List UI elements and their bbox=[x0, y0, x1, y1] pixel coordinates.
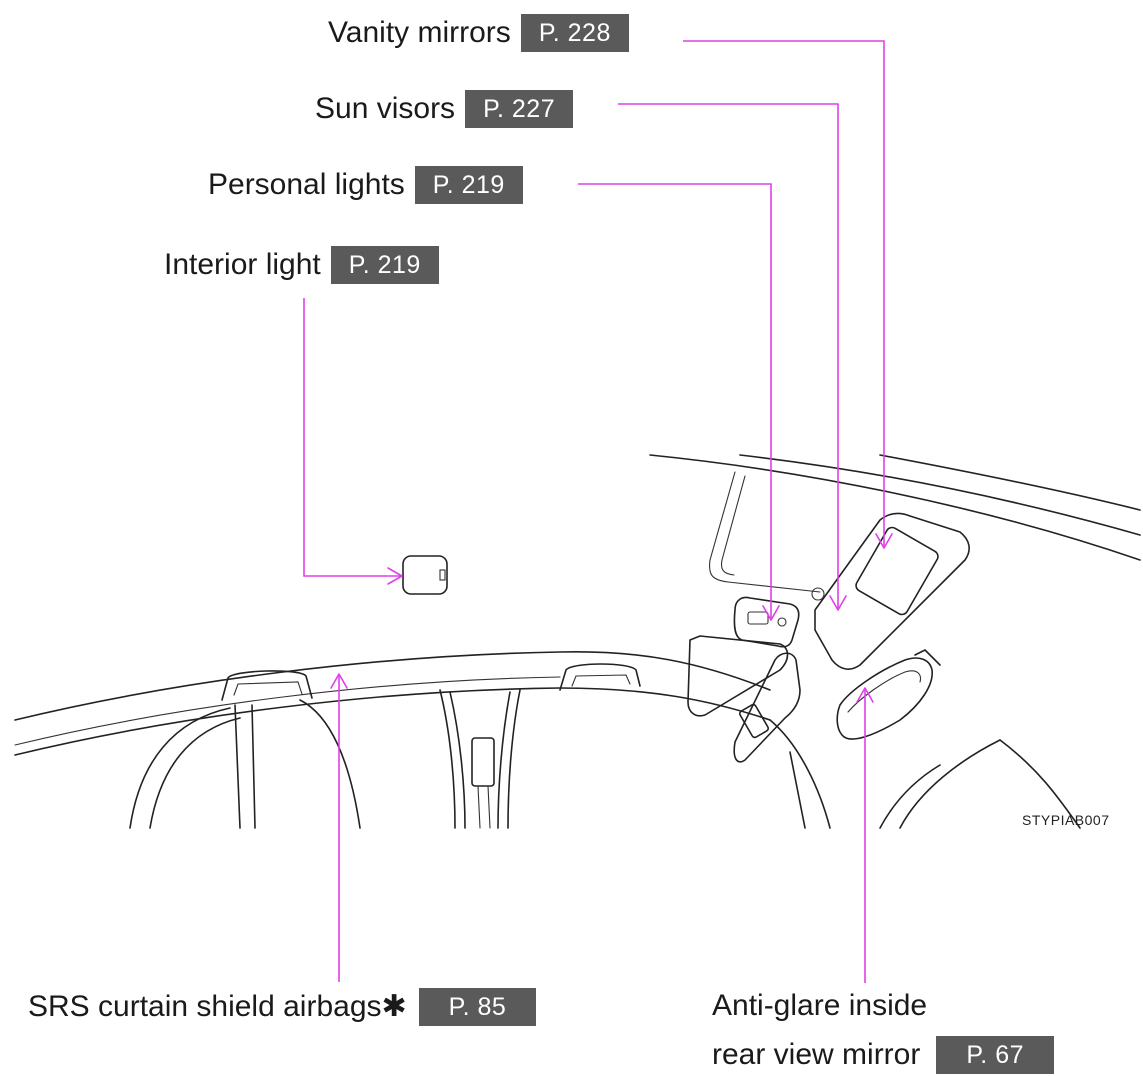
label-anti-glare-line1: Anti-glare inside bbox=[712, 989, 928, 1022]
label-vanity-mirrors: Vanity mirrors bbox=[328, 16, 511, 49]
page-ref-anti-glare-mirror[interactable]: P. 67 bbox=[936, 1036, 1055, 1074]
a-pillar bbox=[769, 719, 1081, 829]
windshield-outline bbox=[649, 454, 1141, 593]
callout-interior-light: Interior light P. 219 bbox=[164, 246, 439, 284]
figure-code: STYPIAB007 bbox=[1022, 812, 1110, 828]
door-frames bbox=[129, 699, 361, 829]
personal-lights bbox=[733, 596, 800, 648]
sun-visor-left bbox=[687, 635, 801, 763]
page-ref-personal-lights[interactable]: P. 219 bbox=[414, 166, 523, 204]
leader-sun-visors bbox=[618, 103, 847, 611]
label-personal-lights: Personal lights bbox=[208, 168, 405, 201]
callout-vanity-mirrors: Vanity mirrors P. 228 bbox=[328, 14, 629, 52]
callout-sun-visors: Sun visors P. 227 bbox=[315, 90, 574, 128]
leader-vanity-mirrors bbox=[683, 40, 893, 549]
headliner-outline bbox=[14, 650, 771, 756]
page-ref-sun-visors[interactable]: P. 227 bbox=[465, 90, 574, 128]
label-sun-visors: Sun visors bbox=[315, 92, 456, 125]
leader-personal-lights bbox=[578, 183, 780, 621]
grab-handle-left bbox=[221, 670, 313, 701]
center-pillar bbox=[439, 689, 521, 829]
label-srs-airbags: SRS curtain shield airbags✱ bbox=[28, 990, 407, 1023]
leader-interior-light bbox=[303, 298, 403, 585]
page-ref-srs-airbags[interactable]: P. 85 bbox=[418, 988, 537, 1026]
interior-light bbox=[402, 555, 448, 595]
label-anti-glare-line2: rear view mirror bbox=[712, 1038, 921, 1071]
label-interior-light: Interior light bbox=[164, 248, 321, 281]
leader-anti-glare-mirror bbox=[856, 687, 874, 983]
callout-srs-airbags: SRS curtain shield airbags✱ P. 85 bbox=[28, 988, 537, 1026]
grab-handle-right bbox=[559, 663, 641, 691]
callout-personal-lights: Personal lights P. 219 bbox=[208, 166, 523, 204]
page-ref-vanity-mirrors[interactable]: P. 228 bbox=[520, 14, 629, 52]
sun-visor-right bbox=[811, 512, 970, 670]
page-ref-interior-light[interactable]: P. 219 bbox=[330, 246, 439, 284]
leader-srs-airbags bbox=[330, 673, 348, 982]
rear-view-mirror bbox=[836, 649, 941, 740]
callout-anti-glare-mirror: Anti-glare inside rear view mirror P. 67 bbox=[712, 988, 1055, 1074]
